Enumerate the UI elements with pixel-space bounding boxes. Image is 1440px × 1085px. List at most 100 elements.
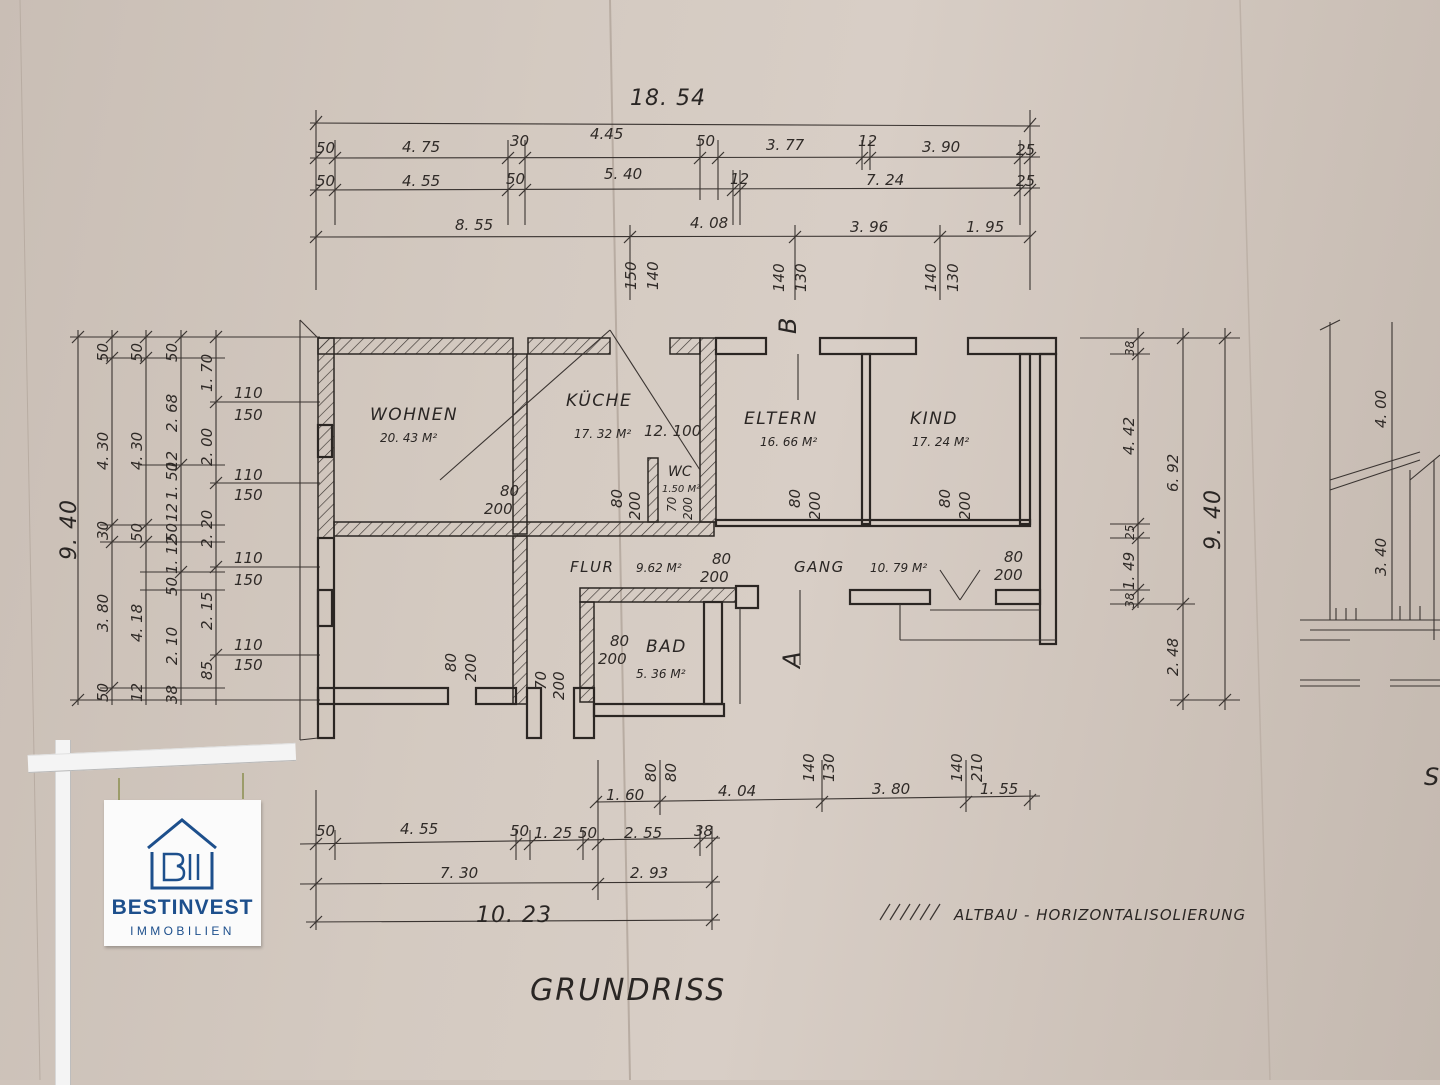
svg-text:1.50 M²: 1.50 M² [662, 484, 700, 495]
dim-window-labels: 110 150 110 150 110 150 110 150 [234, 384, 263, 674]
svg-text:110: 110 [234, 549, 263, 567]
svg-text:4. 18: 4. 18 [128, 604, 146, 642]
svg-text:200: 200 [806, 491, 824, 520]
svg-text:1. 60: 1. 60 [606, 786, 644, 804]
dim-section-height-2: 3. 40 [1372, 538, 1390, 576]
svg-text:17. 32 M²: 17. 32 M² [574, 427, 631, 441]
svg-text:140: 140 [644, 261, 662, 290]
right-dimensions [1080, 328, 1240, 710]
svg-text:5. 36 M²: 5. 36 M² [636, 667, 686, 681]
svg-text:80: 80 [610, 632, 629, 650]
svg-text:70: 70 [532, 671, 550, 690]
room-gang: GANG 10. 79 M² [794, 558, 927, 576]
dim-left-col2: 50 4. 30 50 4. 18 12 [128, 343, 146, 702]
svg-text:80: 80 [786, 489, 804, 508]
svg-text:80: 80 [442, 653, 460, 672]
svg-text:KIND: KIND [910, 409, 958, 429]
legend-hatch-icon [879, 903, 941, 921]
svg-text:50: 50 [510, 822, 529, 840]
svg-text:38: 38 [1123, 340, 1137, 356]
svg-text:50: 50 [163, 343, 181, 362]
svg-text:140: 140 [922, 263, 940, 292]
svg-text:4. 55: 4. 55 [400, 820, 438, 838]
svg-text:200: 200 [626, 491, 644, 520]
svg-text:150: 150 [622, 261, 640, 290]
svg-text:200: 200 [598, 650, 627, 668]
svg-text:4. 55: 4. 55 [402, 172, 440, 190]
svg-text:4. 30: 4. 30 [128, 432, 146, 470]
section-marker-b: B [774, 318, 802, 334]
house-logo-icon [147, 818, 217, 890]
svg-text:10. 79 M²: 10. 79 M² [870, 561, 927, 575]
dim-bottom-total: 10. 23 [476, 903, 552, 928]
dim-top-total: 18. 54 [630, 86, 706, 111]
svg-text:2. 68: 2. 68 [163, 394, 181, 432]
svg-text:50: 50 [316, 822, 335, 840]
dim-top-row2: 50 4. 55 50 5. 40 12 7. 24 25 [316, 165, 1035, 190]
svg-text:200: 200 [462, 653, 480, 682]
svg-text:80: 80 [662, 763, 680, 782]
room-kind: KIND 17. 24 M² [910, 409, 969, 449]
dim-right-total: 9. 40 [1201, 489, 1226, 550]
svg-text:38: 38 [163, 685, 181, 704]
svg-text:200: 200 [700, 568, 729, 586]
svg-text:130: 130 [820, 753, 838, 782]
svg-text:KÜCHE: KÜCHE [566, 389, 632, 411]
svg-text:80: 80 [500, 482, 519, 500]
svg-text:3. 96: 3. 96 [850, 218, 888, 236]
sign-chain [118, 778, 120, 804]
svg-text:2. 55: 2. 55 [624, 824, 662, 842]
svg-text:50: 50 [94, 343, 112, 362]
svg-text:GANG: GANG [794, 558, 845, 576]
sign-post [55, 740, 71, 1085]
walls [299, 319, 1058, 741]
svg-text:110: 110 [234, 466, 263, 484]
svg-text:30: 30 [510, 132, 529, 150]
svg-text:BAD: BAD [646, 637, 687, 657]
svg-text:25: 25 [1123, 525, 1137, 540]
svg-text:9.62 M²: 9.62 M² [636, 561, 682, 575]
svg-text:3. 80: 3. 80 [872, 780, 910, 798]
dim-bottom-vertical: 80 80 140 130 140 210 [642, 753, 986, 782]
section-marker-a: A [778, 652, 806, 670]
svg-text:80: 80 [712, 550, 731, 568]
svg-text:12: 12 [858, 132, 877, 150]
svg-text:17. 24 M²: 17. 24 M² [912, 435, 969, 449]
svg-text:130: 130 [944, 263, 962, 292]
svg-text:2. 93: 2. 93 [630, 864, 668, 882]
svg-text:140: 140 [770, 263, 788, 292]
svg-text:150: 150 [234, 486, 263, 504]
svg-text:50: 50 [128, 343, 146, 362]
svg-text:38: 38 [694, 822, 713, 840]
svg-text:WOHNEN: WOHNEN [370, 405, 458, 425]
svg-text:12: 12 [128, 683, 146, 702]
svg-text:50: 50 [316, 172, 335, 190]
svg-text:200: 200 [550, 671, 568, 700]
svg-text:50: 50 [163, 523, 181, 542]
svg-text:2. 48: 2. 48 [1164, 638, 1182, 676]
svg-text:7. 30: 7. 30 [440, 864, 478, 882]
svg-text:50: 50 [128, 523, 146, 542]
svg-text:7. 24: 7. 24 [866, 171, 904, 189]
svg-text:12: 12 [163, 503, 181, 522]
svg-text:8. 55: 8. 55 [455, 216, 493, 234]
paper-edge [19, 0, 41, 1080]
svg-text:50: 50 [578, 824, 597, 842]
plan-title: GRUNDRISS [530, 973, 726, 1008]
kitchen-mark: 12. 100 [644, 422, 701, 440]
svg-text:50: 50 [163, 577, 181, 596]
svg-text:200: 200 [956, 491, 974, 520]
svg-text:150: 150 [234, 656, 263, 674]
svg-text:140: 140 [800, 753, 818, 782]
svg-text:6. 92: 6. 92 [1164, 454, 1182, 492]
svg-text:12: 12 [730, 170, 749, 188]
svg-text:4. 42: 4. 42 [1120, 417, 1138, 455]
svg-text:110: 110 [234, 636, 263, 654]
svg-text:50: 50 [316, 139, 335, 157]
svg-text:4. 04: 4. 04 [718, 782, 756, 800]
room-eltern: ELTERN 16. 66 M² [744, 409, 817, 449]
dim-left-col4: 1. 70 2. 00 2. 20 2. 15 85 [198, 354, 216, 680]
dim-right-col2: 6. 92 2. 48 [1164, 454, 1182, 676]
svg-text:1. 12: 1. 12 [163, 536, 181, 574]
svg-text:3. 90: 3. 90 [922, 138, 960, 156]
